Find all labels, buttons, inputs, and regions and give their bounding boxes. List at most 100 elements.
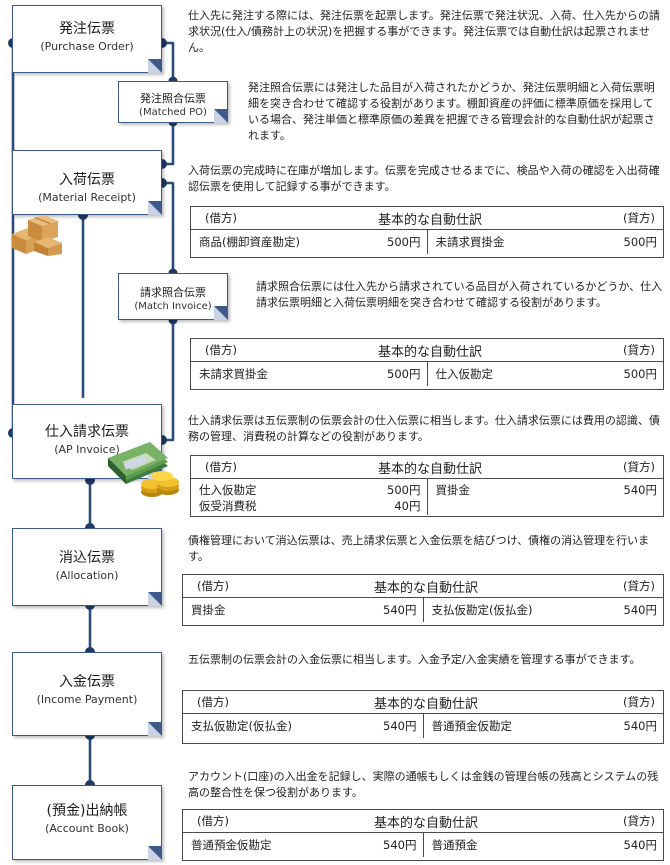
description-income-payment: 五伝票制の伝票会計の入金伝票に相当します。入金予定/入金実績を管理する事ができま… (188, 653, 641, 666)
journal-header: (借方) 基本的な自動仕訳 (貸方) (191, 456, 663, 479)
credit-column: 未請求買掛金 500円 (428, 230, 664, 254)
account-name: 未請求買掛金 (435, 235, 505, 249)
debit-label: (借方) (197, 579, 229, 593)
amount: 500円 (623, 367, 657, 381)
credit-column: 普通預金仮勘定 540円 (424, 714, 664, 738)
amount: 500円 (623, 235, 657, 249)
description-account-book: アカウント(口座)の入出金を記録し、実際の通帳もしくは金銭の管理台帳の残高とシス… (188, 770, 659, 799)
journal-table-account-book: (借方) 基本的な自動仕訳 (貸方) 普通預金仮勘定 540円 普通預金 540… (182, 809, 664, 861)
node-subtitle: (Match Invoice) (134, 301, 212, 312)
amount: 540円 (383, 719, 417, 733)
journal-entry: 未請求買掛金 500円 (436, 231, 658, 253)
credit-column: 支払仮勘定(仮払金) 540円 (424, 598, 664, 622)
node-material-receipt: 入荷伝票 (Material Receipt) (12, 150, 162, 215)
credit-label: (貸方) (623, 814, 655, 828)
amount: 500円 (387, 483, 421, 497)
connector-matched-po-to-mr (162, 122, 175, 166)
journal-entry: 仕入仮勘定 500円 (436, 363, 658, 385)
node-allocation: 消込伝票 (Allocation) (12, 528, 162, 606)
journal-entry: 買掛金 540円 (436, 482, 658, 498)
folded-corner-icon (148, 722, 162, 736)
debit-column: 買掛金 540円 (183, 598, 424, 622)
credit-label: (貸方) (623, 343, 655, 357)
money-bills-coins-icon (108, 442, 179, 497)
description-ap-invoice: 仕入請求伝票は五伝票制の伝票会計の仕入伝票に相当します。仕入請求伝票には費用の認… (188, 414, 660, 443)
journal-table-material-receipt: (借方) 基本的な自動仕訳 (貸方) 商品(棚卸資産勘定) 500円 未請求買掛… (190, 206, 664, 258)
connector-po-to-matched-po (162, 41, 175, 81)
amount: 40円 (394, 499, 421, 513)
journal-entry: 仕入仮勘定 500円 (199, 482, 421, 498)
debit-column: 支払仮勘定(仮払金) 540円 (183, 714, 424, 738)
debit-label: (借方) (205, 211, 237, 225)
amount: 540円 (623, 838, 657, 852)
node-subtitle: (Purchase Order) (40, 40, 134, 53)
node-subtitle: (Matched PO) (139, 107, 207, 118)
credit-label: (貸方) (623, 579, 655, 593)
journal-table-income-payment: (借方) 基本的な自動仕訳 (貸方) 支払仮勘定(仮払金) 540円 普通預金仮… (182, 690, 664, 744)
cardboard-boxes-icon (12, 215, 62, 256)
debit-column: 普通預金仮勘定 540円 (183, 833, 424, 857)
connector-match-invoice-to-ap (162, 320, 175, 442)
amount: 540円 (623, 603, 657, 617)
node-title: 入荷伝票 (59, 172, 115, 188)
journal-header: (借方) 基本的な自動仕訳 (貸方) (183, 575, 663, 598)
folded-corner-icon (148, 592, 162, 606)
node-subtitle: (Material Receipt) (38, 191, 136, 204)
node-income-payment: 入金伝票 (Income Payment) (12, 652, 162, 736)
account-name: 買掛金 (191, 603, 226, 617)
node-title: 入金伝票 (59, 674, 115, 690)
credit-column: 仕入仮勘定 500円 (428, 362, 664, 386)
node-subtitle: (Account Book) (45, 822, 129, 835)
journal-header: (借方) 基本的な自動仕訳 (貸方) (191, 207, 663, 230)
node-account-book: (預金)出納帳 (Account Book) (12, 785, 162, 860)
node-purchase-order: 発注伝票 (Purchase Order) (12, 5, 162, 73)
journal-entry: 仮受消費税 40円 (199, 498, 421, 514)
debit-column: 未請求買掛金 500円 (191, 362, 428, 386)
journal-entry: 商品(棚卸資産勘定) 500円 (199, 231, 421, 253)
node-title: (預金)出納帳 (46, 803, 128, 819)
node-subtitle: (Allocation) (55, 569, 119, 582)
journal-title: 基本的な自動仕訳 (377, 212, 482, 228)
node-title: 発注伝票 (59, 21, 115, 37)
journal-entry: 普通預金仮勘定 540円 (191, 834, 417, 856)
account-name: 支払仮勘定(仮払金) (191, 719, 292, 733)
node-title: 仕入請求伝票 (45, 424, 129, 440)
node-match-invoice: 請求照合伝票 (Match Invoice) (118, 273, 228, 320)
node-subtitle: (Income Payment) (36, 693, 138, 706)
account-name: 仮受消費税 (199, 499, 257, 513)
journal-header: (借方) 基本的な自動仕訳 (貸方) (183, 691, 663, 714)
journal-table-allocation: (借方) 基本的な自動仕訳 (貸方) 買掛金 540円 支払仮勘定(仮払金) 5… (182, 574, 664, 626)
amount: 540円 (383, 603, 417, 617)
credit-label: (貸方) (623, 211, 655, 225)
node-title: 請求照合伝票 (140, 286, 206, 299)
journal-title: 基本的な自動仕訳 (373, 815, 478, 831)
node-title: 発注照合伝票 (140, 92, 206, 105)
amount: 500円 (387, 235, 421, 249)
journal-entry: 買掛金 540円 (191, 599, 417, 621)
description-match-invoice: 請求照合伝票には仕入先から請求されている品目が入荷されているかどうか、仕入請求伝… (256, 280, 663, 309)
folded-corner-icon (148, 59, 162, 73)
credit-label: (貸方) (623, 695, 655, 709)
debit-label: (借方) (197, 814, 229, 828)
journal-title: 基本的な自動仕訳 (377, 461, 482, 477)
account-name: 商品(棚卸資産勘定) (199, 235, 300, 249)
journal-entry: 普通預金 540円 (432, 834, 658, 856)
credit-column: 普通預金 540円 (424, 833, 664, 857)
debit-label: (借方) (197, 695, 229, 709)
account-name: 仕入仮勘定 (199, 483, 257, 497)
account-name: 支払仮勘定(仮払金) (431, 603, 533, 617)
folded-corner-icon (148, 846, 162, 860)
description-material-receipt: 入荷伝票の完成時に在庫が増加します。伝票を完成させるまでに、検品や入荷の確認を入… (188, 164, 660, 193)
description-purchase-order: 仕入先に発注する際には、発注伝票を起票します。発注伝票で発注状況、入荷、仕入先か… (188, 9, 660, 54)
account-name: 仕入仮勘定 (435, 367, 494, 381)
credit-label: (貸方) (623, 460, 655, 474)
journal-header: (借方) 基本的な自動仕訳 (貸方) (183, 810, 663, 833)
journal-table-match-invoice: (借方) 基本的な自動仕訳 (貸方) 未請求買掛金 500円 仕入仮勘定 500… (190, 338, 664, 390)
node-subtitle: (AP Invoice) (54, 443, 120, 456)
account-name: 普通預金仮勘定 (191, 838, 272, 852)
folded-corner-icon (148, 201, 162, 215)
journal-entry: 普通預金仮勘定 540円 (432, 715, 658, 737)
node-matched-po: 発注照合伝票 (Matched PO) (118, 81, 228, 123)
journal-title: 基本的な自動仕訳 (373, 696, 478, 712)
journal-entry: 支払仮勘定(仮払金) 540円 (191, 715, 417, 737)
